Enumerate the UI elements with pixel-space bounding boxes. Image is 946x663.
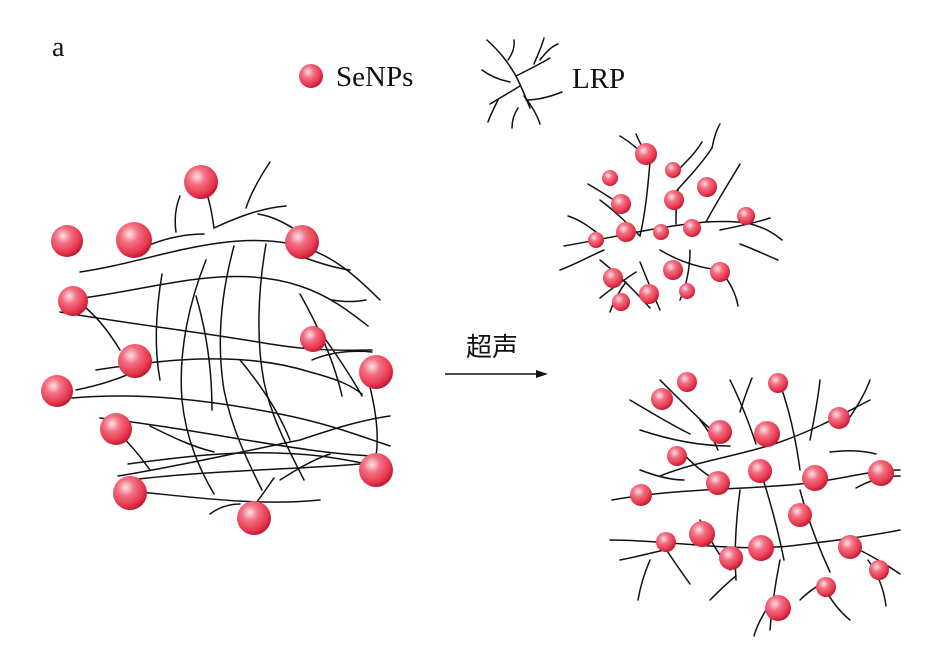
entangled-network: [41, 161, 393, 535]
particle: [708, 420, 732, 444]
particle: [768, 373, 788, 393]
particle: [630, 484, 652, 506]
particle: [300, 326, 326, 352]
particle: [616, 222, 636, 242]
particle: [653, 224, 669, 240]
particle: [683, 219, 701, 237]
particle: [656, 532, 676, 552]
particle: [748, 535, 774, 561]
particle: [184, 165, 218, 199]
particle: [639, 284, 659, 304]
particle: [116, 222, 152, 258]
dispersed-cluster-large: [609, 372, 901, 637]
cluster-large-fibers: [609, 377, 901, 637]
dispersed-cluster-small: [559, 123, 783, 313]
particle: [719, 546, 743, 570]
panel-label: a: [52, 32, 65, 63]
particle: [816, 577, 836, 597]
particle: [359, 453, 393, 487]
particle: [41, 375, 73, 407]
particle: [765, 595, 791, 621]
legend-particle-label: SeNPs: [336, 61, 413, 93]
legend-fiber-icon: [481, 37, 563, 129]
particle: [710, 262, 730, 282]
particle: [58, 286, 88, 316]
arrow-head-icon: [536, 370, 548, 378]
particle: [697, 177, 717, 197]
particle: [706, 471, 730, 495]
particle: [748, 459, 772, 483]
particle: [869, 560, 889, 580]
particle: [663, 260, 683, 280]
cluster-large-particles: [630, 372, 894, 621]
particle: [51, 225, 83, 257]
particle: [802, 465, 828, 491]
particle: [677, 372, 697, 392]
particle: [611, 194, 631, 214]
process-arrow: 超声: [445, 333, 548, 378]
particle: [359, 355, 393, 389]
cluster-small-particles: [588, 143, 755, 311]
legend-fiber-label: LRP: [572, 63, 625, 95]
particle: [838, 535, 862, 559]
particle: [237, 501, 271, 535]
particle: [113, 476, 147, 510]
particle: [602, 170, 618, 186]
particle: [285, 225, 319, 259]
particle: [754, 421, 780, 447]
particle: [664, 190, 684, 210]
particle: [788, 503, 812, 527]
particle: [612, 293, 630, 311]
particle: [603, 268, 623, 288]
legend-particle-icon: [299, 64, 323, 88]
particle: [689, 521, 715, 547]
particle: [651, 388, 673, 410]
legend: SeNPs LRP: [299, 37, 625, 129]
process-label: 超声: [466, 333, 518, 363]
particle: [118, 344, 152, 378]
particle: [679, 283, 695, 299]
particle: [588, 232, 604, 248]
particle: [828, 407, 850, 429]
network-fibers: [59, 161, 391, 515]
particle: [737, 207, 755, 225]
particle: [100, 413, 132, 445]
particle: [868, 460, 894, 486]
particle: [665, 162, 681, 178]
network-particles: [41, 165, 393, 535]
particle: [667, 446, 687, 466]
particle: [635, 143, 657, 165]
